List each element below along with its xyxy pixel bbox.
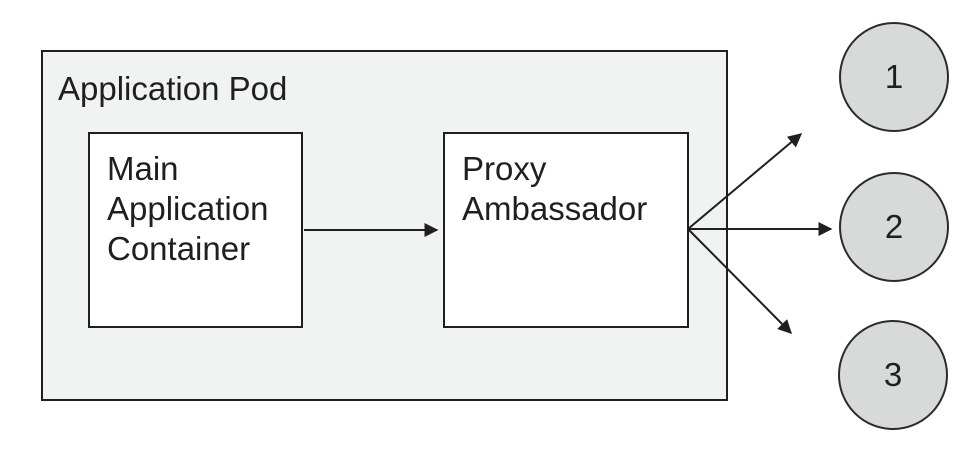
- node-main-application-container: Main Application Container: [88, 132, 303, 328]
- endpoint-circle-1: 1: [839, 22, 949, 132]
- proxy-ambassador-label: Proxy Ambassador: [462, 150, 648, 227]
- endpoint-circle-3: 3: [838, 320, 948, 430]
- main-application-container-label: Main Application Container: [107, 150, 269, 267]
- endpoint-3-label: 3: [883, 356, 903, 393]
- endpoint-circle-2: 2: [839, 172, 949, 282]
- node-proxy-ambassador: Proxy Ambassador: [443, 132, 689, 328]
- endpoint-1-label: 1: [884, 58, 904, 95]
- endpoint-2-label: 2: [884, 208, 904, 245]
- application-pod-label: Application Pod: [58, 70, 288, 107]
